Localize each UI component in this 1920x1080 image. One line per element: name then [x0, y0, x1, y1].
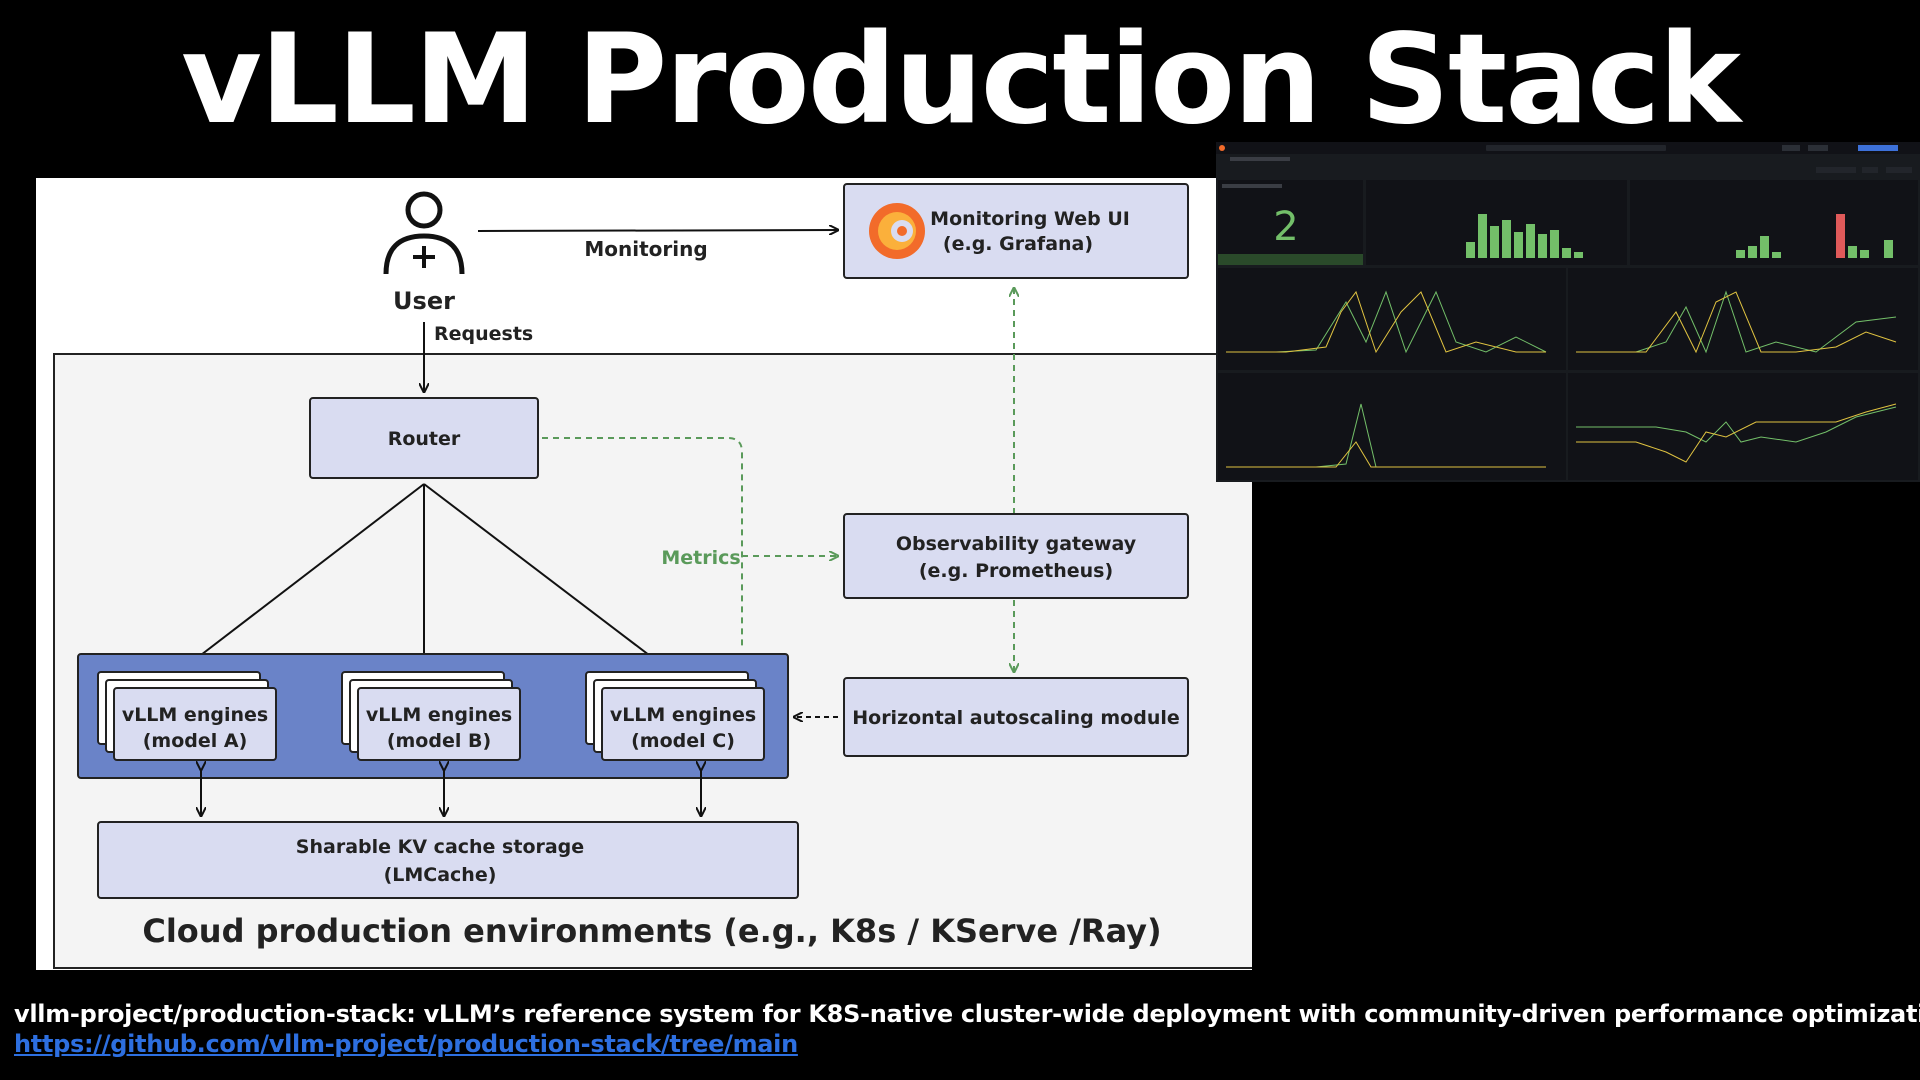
engine-a-title: vLLM engines — [122, 704, 268, 726]
kv-cache-storage-box: Sharable KV cache storage (LMCache) — [97, 821, 799, 899]
grafana-dashboard-screenshot: 2 — [1216, 142, 1920, 482]
slide-title: vLLM Production Stack — [181, 8, 1741, 152]
user-label: User — [393, 287, 455, 315]
kv-hit-rate-line-green — [1576, 406, 1897, 443]
kv-hit-rate-line-yellow — [1576, 403, 1897, 463]
engine-b-subtitle: (model B) — [387, 730, 491, 752]
monitoring-web-ui-box: Monitoring Web UI (e.g. Grafana) — [843, 183, 1189, 279]
github-link[interactable]: https://github.com/vllm-project/producti… — [14, 1030, 798, 1058]
environment-label: Cloud production environments (e.g., K8s… — [142, 912, 1161, 950]
monitoring-ui-subtitle: (e.g. Grafana) — [943, 233, 1093, 255]
monitoring-ui-title: Monitoring Web UI — [930, 208, 1130, 230]
autoscaling-label: Horizontal autoscaling module — [852, 707, 1180, 729]
running-requests-line-yellow — [1226, 290, 1546, 354]
autoscaling-module-box: Horizontal autoscaling module — [843, 677, 1189, 757]
observability-gateway-box: Observability gateway (e.g. Prometheus) — [843, 513, 1189, 599]
gateway-title: Observability gateway — [896, 533, 1137, 555]
requests-label: Requests — [434, 323, 533, 345]
engine-model-a: vLLM engines (model A) — [97, 671, 277, 761]
engine-c-subtitle: (model C) — [631, 730, 735, 752]
engine-model-b: vLLM engines (model B) — [341, 671, 521, 761]
architecture-diagram: User Monitoring Requests Monitoring Web … — [36, 178, 1252, 970]
engine-model-c: vLLM engines (model C) — [585, 671, 765, 761]
slide-caption: vllm-project/production-stack: vLLM’s re… — [14, 1000, 1920, 1028]
engine-b-title: vLLM engines — [366, 704, 512, 726]
gateway-subtitle: (e.g. Prometheus) — [919, 560, 1113, 582]
metrics-label: Metrics — [661, 547, 740, 569]
running-requests-line-green — [1226, 290, 1547, 354]
latency-bars — [1466, 214, 1893, 258]
grafana-logo-icon — [869, 203, 925, 259]
monitoring-label: Monitoring — [584, 237, 707, 261]
engine-a-subtitle: (model A) — [143, 730, 248, 752]
grafana-mini-icon — [1219, 145, 1225, 151]
pending-requests-line-yellow — [1226, 441, 1546, 468]
kv-cache-title: Sharable KV cache storage — [296, 836, 584, 858]
available-instances-value: 2 — [1273, 204, 1298, 250]
kv-usage-line-green — [1576, 290, 1897, 354]
router-label: Router — [388, 428, 461, 450]
kv-usage-line-yellow — [1576, 291, 1897, 354]
user-icon — [383, 191, 465, 275]
router-box: Router — [309, 397, 539, 479]
engine-c-title: vLLM engines — [610, 704, 756, 726]
kv-cache-subtitle: (LMCache) — [384, 864, 497, 886]
